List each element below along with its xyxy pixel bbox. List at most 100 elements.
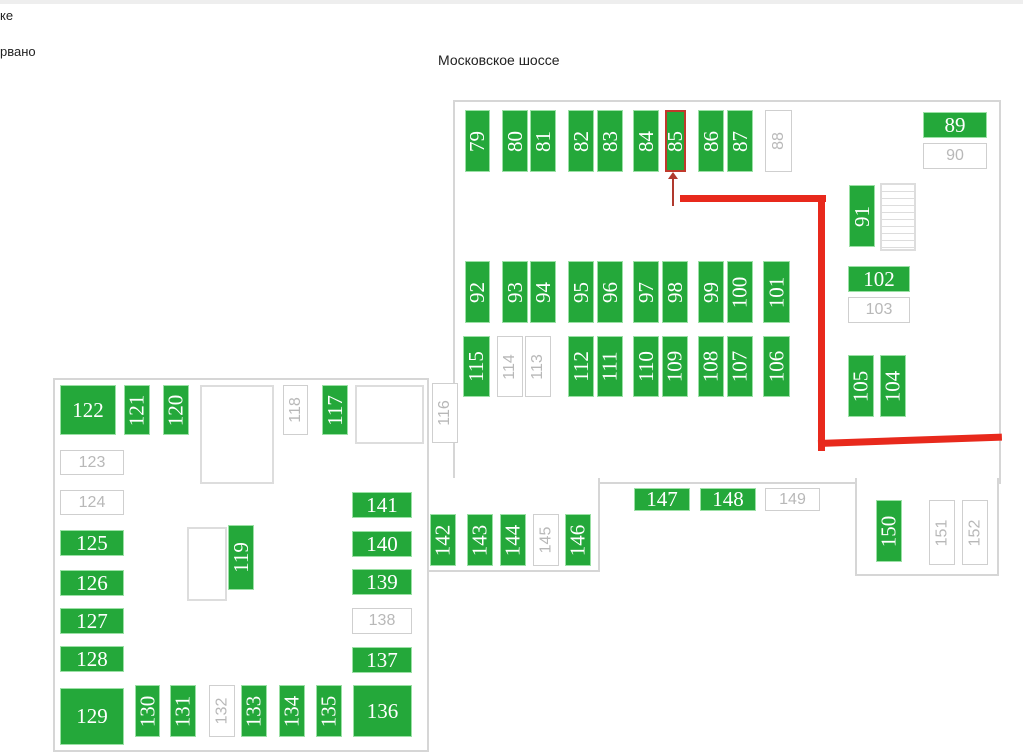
spot-number: 79	[465, 130, 489, 152]
parking-spot-138[interactable]: 138	[352, 608, 412, 634]
parking-spot-123[interactable]: 123	[60, 450, 124, 475]
parking-spot-92[interactable]: 92	[465, 261, 490, 323]
parking-spot-93[interactable]: 93	[502, 261, 528, 323]
parking-spot-117[interactable]: 117	[322, 385, 348, 435]
spot-number: 132	[213, 697, 231, 725]
parking-spot-152[interactable]: 152	[962, 500, 988, 565]
parking-spot-82[interactable]: 82	[568, 110, 594, 172]
parking-spot-150[interactable]: 150	[876, 500, 902, 562]
spot-number: 101	[764, 276, 788, 308]
parking-spot-141[interactable]: 141	[352, 492, 412, 518]
parking-spot-87[interactable]: 87	[727, 110, 753, 172]
parking-spot-136[interactable]: 136	[353, 685, 412, 737]
parking-spot-94[interactable]: 94	[530, 261, 556, 323]
parking-spot-86[interactable]: 86	[698, 110, 724, 172]
parking-spot-107[interactable]: 107	[727, 336, 753, 397]
parking-spot-79[interactable]: 79	[465, 110, 490, 172]
parking-spot-89[interactable]: 89	[923, 112, 987, 138]
parking-spot-88[interactable]: 88	[765, 110, 792, 172]
spot-number: 148	[712, 487, 744, 511]
parking-spot-129[interactable]: 129	[60, 688, 124, 745]
parking-spot-99[interactable]: 99	[698, 261, 724, 323]
parking-spot-145[interactable]: 145	[533, 514, 559, 566]
parking-spot-98[interactable]: 98	[662, 261, 688, 323]
parking-spot-146[interactable]: 146	[565, 514, 591, 566]
parking-spot-132[interactable]: 132	[209, 685, 235, 737]
parking-spot-119[interactable]: 119	[228, 525, 254, 590]
spot-number: 86	[698, 130, 723, 152]
parking-spot-101[interactable]: 101	[763, 261, 790, 323]
spot-number: 128	[76, 646, 108, 671]
parking-spot-90[interactable]: 90	[923, 143, 987, 169]
spot-number: 134	[279, 695, 304, 727]
spot-number: 144	[500, 524, 525, 556]
parking-spot-106[interactable]: 106	[763, 336, 790, 397]
parking-spot-95[interactable]: 95	[568, 261, 594, 323]
parking-spot-103[interactable]: 103	[848, 297, 910, 323]
elevator-core	[200, 385, 274, 484]
spot-number: 117	[322, 394, 347, 426]
parking-spot-130[interactable]: 130	[135, 685, 160, 737]
parking-spot-113[interactable]: 113	[525, 336, 551, 397]
parking-spot-91[interactable]: 91	[849, 185, 875, 247]
parking-spot-118[interactable]: 118	[283, 385, 308, 435]
parking-spot-137[interactable]: 137	[352, 647, 412, 673]
parking-spot-84[interactable]: 84	[633, 110, 659, 172]
parking-spot-127[interactable]: 127	[60, 608, 124, 634]
parking-spot-148[interactable]: 148	[700, 487, 756, 511]
parking-spot-110[interactable]: 110	[633, 336, 659, 397]
parking-spot-142[interactable]: 142	[430, 514, 456, 566]
parking-spot-102[interactable]: 102	[848, 266, 910, 292]
spot-number: 93	[502, 281, 527, 303]
parking-spot-122[interactable]: 122	[60, 385, 116, 435]
parking-spot-114[interactable]: 114	[497, 336, 523, 397]
route-line-horizontal	[680, 195, 826, 202]
parking-spot-80[interactable]: 80	[502, 110, 528, 172]
cropped-label-legend: рвано	[0, 44, 36, 59]
parking-spot-147[interactable]: 147	[634, 487, 690, 511]
spot-number: 121	[124, 394, 149, 426]
spot-number: 115	[464, 351, 489, 382]
parking-spot-97[interactable]: 97	[633, 261, 659, 323]
spot-number: 112	[568, 351, 593, 382]
parking-spot-120[interactable]: 120	[163, 385, 189, 435]
spot-number: 94	[530, 281, 555, 303]
spot-number: 82	[568, 130, 593, 152]
parking-spot-121[interactable]: 121	[124, 385, 150, 435]
parking-spot-140[interactable]: 140	[352, 531, 412, 557]
parking-spot-104[interactable]: 104	[880, 355, 906, 417]
parking-spot-108[interactable]: 108	[698, 336, 724, 397]
parking-spot-124[interactable]: 124	[60, 490, 124, 515]
parking-spot-112[interactable]: 112	[568, 336, 594, 397]
spot-number: 151	[933, 519, 951, 546]
parking-spot-116[interactable]: 116	[432, 383, 458, 443]
parking-spot-151[interactable]: 151	[929, 500, 955, 565]
staircase	[880, 183, 916, 251]
parking-spot-131[interactable]: 131	[170, 685, 196, 737]
spot-number: 88	[769, 132, 787, 150]
parking-spot-149[interactable]: 149	[765, 488, 820, 511]
parking-spot-139[interactable]: 139	[352, 569, 412, 595]
parking-spot-111[interactable]: 111	[597, 336, 623, 397]
parking-spot-100[interactable]: 100	[727, 261, 753, 323]
parking-spot-143[interactable]: 143	[467, 514, 493, 566]
spot-number: 126	[76, 570, 108, 595]
spot-number: 84	[633, 130, 658, 152]
parking-spot-109[interactable]: 109	[662, 336, 688, 397]
parking-spot-125[interactable]: 125	[60, 530, 124, 556]
parking-spot-85[interactable]: 85	[663, 110, 687, 172]
parking-spot-133[interactable]: 133	[241, 685, 267, 737]
parking-spot-96[interactable]: 96	[597, 261, 623, 323]
spot-number: 135	[316, 695, 341, 727]
spot-number: 103	[865, 301, 893, 318]
parking-spot-83[interactable]: 83	[597, 110, 623, 172]
spot-number: 120	[163, 394, 188, 426]
parking-spot-126[interactable]: 126	[60, 570, 124, 596]
parking-spot-135[interactable]: 135	[316, 685, 342, 737]
parking-spot-105[interactable]: 105	[848, 355, 874, 417]
parking-spot-115[interactable]: 115	[463, 336, 490, 397]
parking-spot-128[interactable]: 128	[60, 646, 124, 672]
parking-spot-134[interactable]: 134	[279, 685, 305, 737]
parking-spot-81[interactable]: 81	[530, 110, 556, 172]
parking-spot-144[interactable]: 144	[500, 514, 526, 566]
